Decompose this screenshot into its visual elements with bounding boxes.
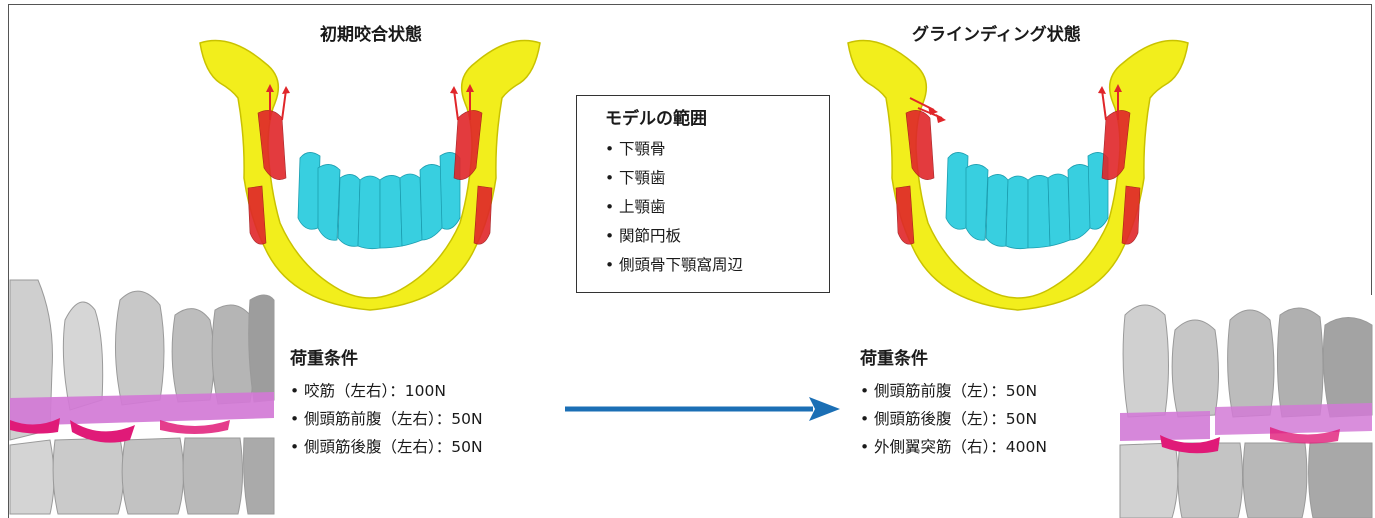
list-item: •上顎歯 bbox=[605, 193, 829, 222]
bullet-icon: • bbox=[290, 382, 300, 400]
right-arrow-icon bbox=[565, 397, 840, 421]
figure-frame bbox=[8, 4, 1372, 518]
list-item: •下顎骨 bbox=[605, 135, 829, 164]
model-range-box: モデルの範囲 •下顎骨 •下顎歯 •上顎歯 •関節円板 •側頭骨下顎窩周辺 bbox=[576, 95, 830, 293]
model-range-heading: モデルの範囲 bbox=[605, 109, 707, 129]
list-item: •外側翼突筋（右）：400N bbox=[860, 433, 1047, 461]
panel-title-initial: 初期咬合状態 bbox=[320, 25, 422, 45]
bullet-icon: • bbox=[605, 198, 615, 216]
list-item: •関節円板 bbox=[605, 222, 829, 251]
load-conditions-grinding: 荷重条件 •側頭筋前腹（左）：50N •側頭筋後腹（左）：50N •外側翼突筋（… bbox=[860, 344, 1047, 461]
load-conditions-initial: 荷重条件 •咬筋（左右）：100N •側頭筋前腹（左右）：50N •側頭筋後腹（… bbox=[290, 344, 483, 461]
model-range-list: •下顎骨 •下顎歯 •上顎歯 •関節円板 •側頭骨下顎窩周辺 bbox=[605, 135, 829, 280]
bullet-icon: • bbox=[290, 410, 300, 428]
list-item: •咬筋（左右）：100N bbox=[290, 377, 483, 405]
load-heading-initial: 荷重条件 bbox=[290, 349, 358, 369]
bullet-icon: • bbox=[605, 169, 615, 187]
list-item: •側頭骨下顎窩周辺 bbox=[605, 251, 829, 280]
mandible-model-right bbox=[847, 39, 1189, 311]
load-list-initial: •咬筋（左右）：100N •側頭筋前腹（左右）：50N •側頭筋後腹（左右）：5… bbox=[290, 377, 483, 461]
load-heading-grinding: 荷重条件 bbox=[860, 349, 928, 369]
bullet-icon: • bbox=[860, 410, 870, 428]
list-item: •側頭筋後腹（左）：50N bbox=[860, 405, 1047, 433]
bullet-icon: • bbox=[860, 438, 870, 456]
list-item: •側頭筋前腹（左右）：50N bbox=[290, 405, 483, 433]
load-list-grinding: •側頭筋前腹（左）：50N •側頭筋後腹（左）：50N •外側翼突筋（右）：40… bbox=[860, 377, 1047, 461]
teeth-closeup-left bbox=[9, 279, 275, 515]
mandible-model-left bbox=[199, 39, 541, 311]
bullet-icon: • bbox=[290, 438, 300, 456]
bullet-icon: • bbox=[605, 227, 615, 245]
bullet-icon: • bbox=[860, 382, 870, 400]
list-item: •側頭筋前腹（左）：50N bbox=[860, 377, 1047, 405]
teeth-closeup-right bbox=[1119, 295, 1373, 518]
list-item: •側頭筋後腹（左右）：50N bbox=[290, 433, 483, 461]
panel-title-grinding: グラインディング状態 bbox=[912, 25, 1081, 45]
bullet-icon: • bbox=[605, 256, 615, 274]
list-item: •下顎歯 bbox=[605, 164, 829, 193]
bullet-icon: • bbox=[605, 140, 615, 158]
